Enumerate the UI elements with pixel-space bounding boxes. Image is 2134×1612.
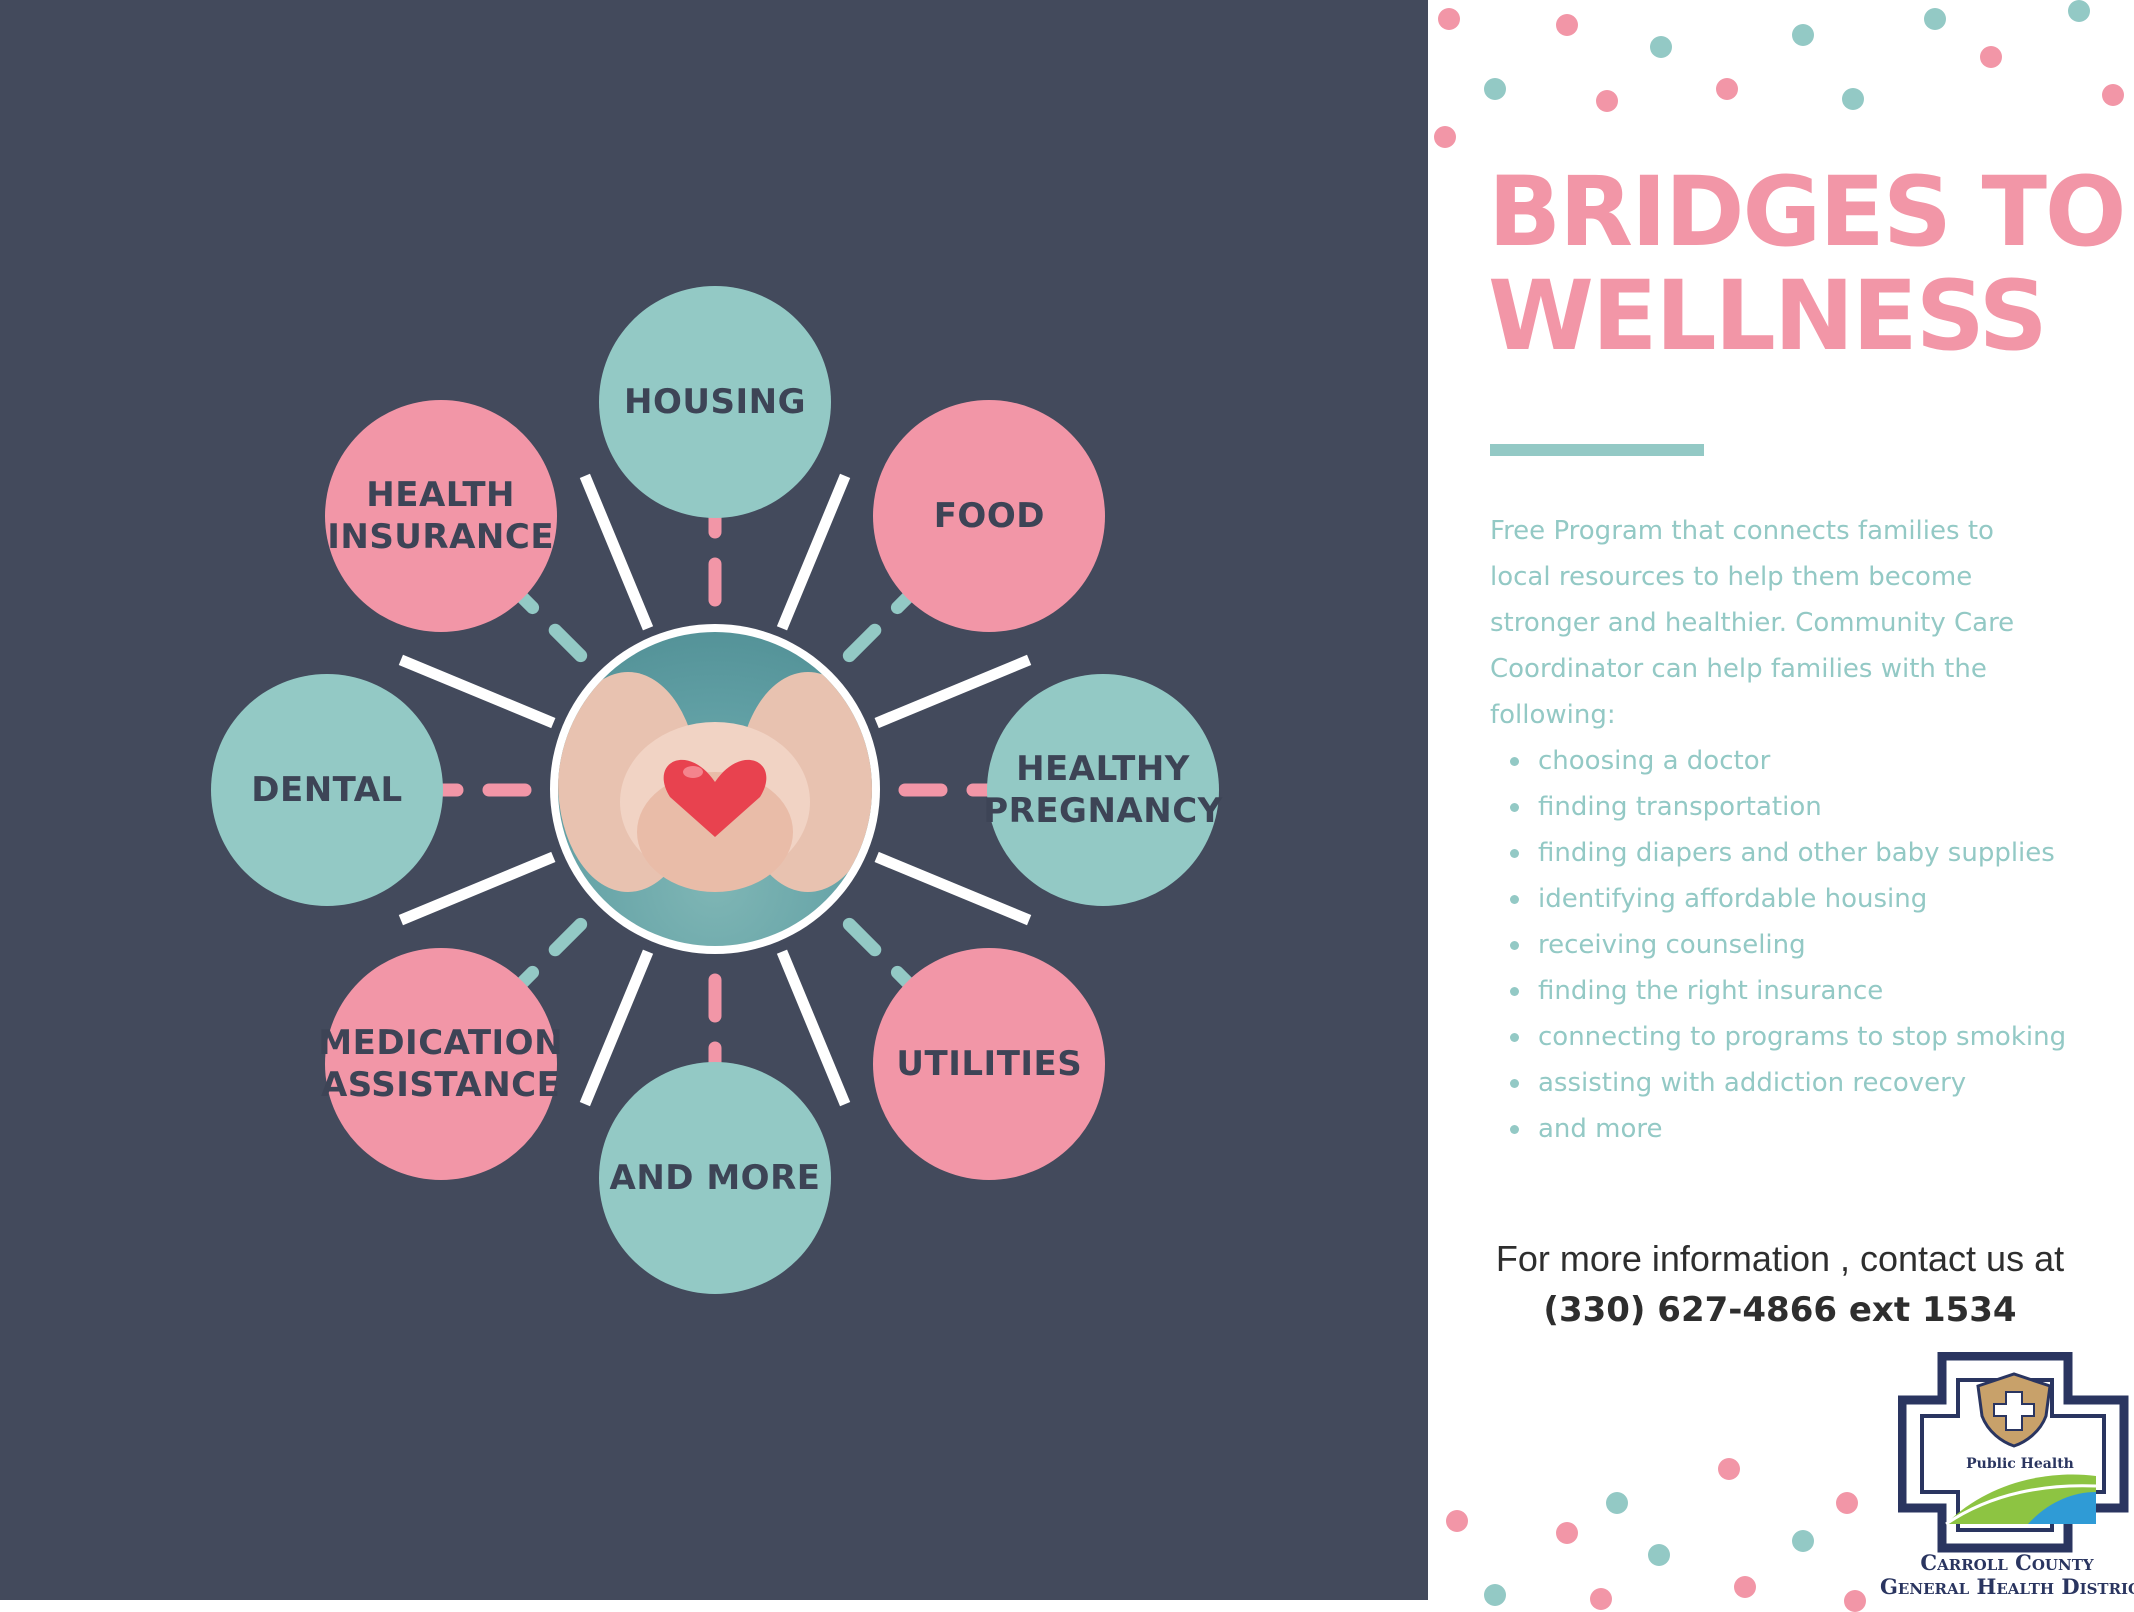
decorative-dot [1792,1530,1814,1552]
decorative-dot [1438,8,1460,30]
decorative-dot [1842,88,1864,110]
hands-holding-heart-photo [558,632,872,946]
decorative-dot [1716,78,1738,100]
decorative-dot [1924,8,1946,30]
decorative-dot [1718,1458,1740,1480]
white-rays [398,473,1032,1107]
service-list-item: receiving counseling [1510,922,2098,968]
decorative-dot [1596,90,1618,112]
title-divider [1490,444,1704,456]
white-ray [579,949,654,1107]
white-ray [874,851,1032,926]
decorative-dot [2068,0,2090,22]
service-list-item: choosing a doctor [1510,738,2098,784]
contact-prompt: For more information , contact us at [1495,1238,2065,1279]
service-list-item: and more [1510,1106,2098,1152]
service-list-item: finding diapers and other baby supplies [1510,830,2098,876]
contact-phone: (330) 627-4866 ext 1534 [1543,1290,2017,1330]
public-health-logo [1898,1352,2129,1553]
service-list-item: connecting to programs to stop smoking [1510,1014,2098,1060]
service-list-item: finding transportation [1510,784,2098,830]
white-ray [398,654,556,729]
decorative-dot [1844,1590,1866,1612]
decorative-dot [1648,1544,1670,1566]
connector-dash [548,623,588,663]
heart-icon [663,759,767,837]
service-bubble: HEALTHY PREGNANCY [983,674,1222,906]
decorative-dot [1484,1584,1506,1606]
white-ray [776,473,851,631]
decorative-dot [1606,1492,1628,1514]
program-title: BRIDGES TO WELLNESS [1488,156,2127,372]
connector-dash [842,623,882,663]
connector-dash [548,917,588,957]
decorative-dot [1734,1576,1756,1598]
program-description: Free Program that connects families to l… [1490,516,2015,730]
service-bubble: HOUSING [599,286,831,518]
decorative-dot [2102,84,2124,106]
decorative-dot [1556,1522,1578,1544]
district-name-line-2: General Health District [1880,1574,2134,1599]
decorative-dot [1590,1588,1612,1610]
service-bubble: MEDICATION ASSISTANCE [318,948,563,1181]
service-bubble: DENTAL [211,674,443,906]
title-line-1: BRIDGES TO [1488,156,2127,268]
decorative-dot [1434,126,1456,148]
service-list-item: identifying affordable housing [1510,876,2098,922]
service-bubble: AND MORE [599,1062,831,1294]
decorative-dot [1792,24,1814,46]
title-line-2: WELLNESS [1488,260,2048,372]
decorative-dot [1980,46,2002,68]
service-bubble: FOOD [873,399,1106,632]
white-ray [398,851,556,926]
logo-label: Public Health [1966,1456,2074,1472]
white-ray [776,949,851,1107]
service-bubble: UTILITIES [873,948,1106,1181]
white-ray [874,654,1032,729]
decorative-dot [1650,36,1672,58]
decorative-dot [1556,14,1578,36]
decorative-dot [1484,78,1506,100]
decorative-dot [1836,1492,1858,1514]
white-ray [579,473,654,631]
service-list-item: assisting with addiction recovery [1510,1060,2098,1106]
center-photo-frame [550,624,880,954]
connector-dash [842,917,882,957]
service-bubble: HEALTH INSURANCE [324,399,557,632]
decorative-dot [1446,1510,1468,1532]
district-name-line-1: Carroll County [1920,1550,2094,1575]
service-list-item: finding the right insurance [1510,968,2098,1014]
